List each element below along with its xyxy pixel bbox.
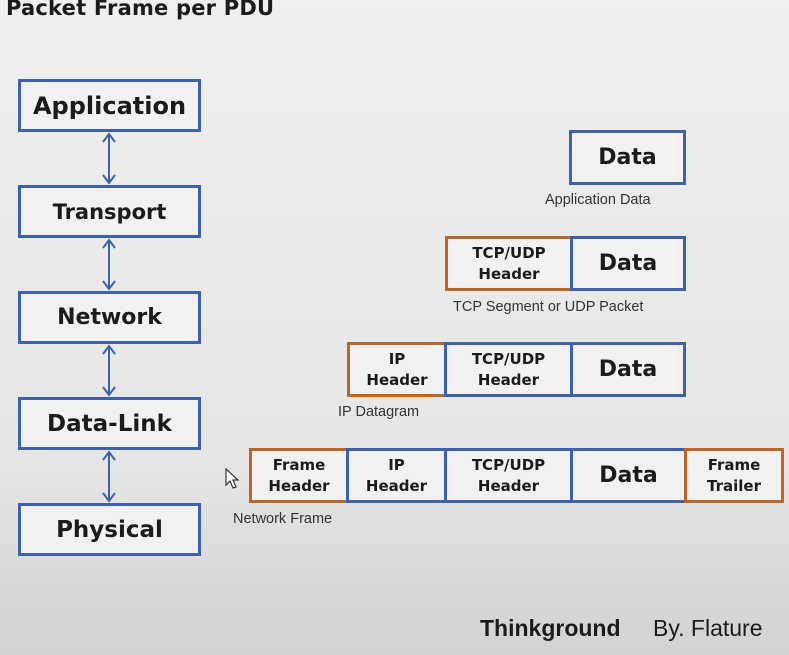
layer-label: Data-Link	[47, 410, 172, 437]
layer-label: Transport	[52, 199, 167, 224]
data-label: Data	[599, 463, 658, 488]
header-line: TCP/UDP	[472, 243, 546, 262]
data-label: Data	[598, 145, 657, 170]
double-arrow-icon	[102, 344, 116, 397]
layer-label: Application	[32, 91, 187, 120]
caption-application-data: Application Data	[545, 192, 651, 208]
double-arrow-icon	[102, 132, 116, 185]
layer-network: Network	[18, 291, 201, 344]
layer-data-link: Data-Link	[18, 397, 201, 450]
header-line: Header	[366, 370, 428, 389]
tcp-udp-header-box: TCP/UDP Header	[444, 342, 573, 397]
tcp-udp-header-box: TCP/UDP Header	[444, 448, 573, 503]
header-line: Frame	[272, 455, 326, 474]
data-label: Data	[598, 251, 658, 276]
double-arrow-icon	[102, 238, 116, 291]
header-line: Header	[268, 476, 330, 495]
layer-label: Network	[57, 305, 162, 330]
ip-header-box: IP Header	[347, 342, 447, 397]
data-label: Data	[598, 357, 658, 382]
header-line: IP	[388, 349, 406, 368]
header-line: TCP/UDP	[471, 455, 546, 474]
data-box: Data	[570, 448, 687, 503]
header-line: Header	[477, 476, 540, 495]
header-line: TCP/UDP	[471, 349, 546, 368]
trailer-line: Frame	[707, 455, 761, 474]
data-box: Data	[570, 342, 686, 397]
trailer-line: Trailer	[707, 476, 761, 495]
tcp-udp-header-box: TCP/UDP Header	[445, 236, 573, 291]
caption-tcp-segment: TCP Segment or UDP Packet	[453, 299, 644, 315]
header-line: Header	[477, 370, 540, 389]
header-line: Header	[365, 476, 428, 495]
double-arrow-icon	[102, 450, 116, 503]
brand-author: By. Flature	[653, 615, 763, 641]
ip-header-box: IP Header	[346, 448, 447, 503]
brand-name: Thinkground	[480, 615, 621, 641]
caption-ip-datagram: IP Datagram	[338, 404, 420, 420]
data-box: Data	[569, 130, 686, 185]
header-line: IP	[388, 455, 405, 474]
diagram-title: Packet Frame per PDU	[6, 0, 275, 20]
layer-physical: Physical	[18, 503, 201, 556]
layer-label: Physical	[56, 516, 163, 543]
caption-network-frame: Network Frame	[233, 511, 333, 527]
header-line: Header	[478, 264, 540, 283]
layer-transport: Transport	[18, 185, 201, 238]
mouse-cursor-icon	[225, 468, 240, 489]
data-box: Data	[570, 236, 686, 291]
layer-application: Application	[18, 79, 201, 132]
